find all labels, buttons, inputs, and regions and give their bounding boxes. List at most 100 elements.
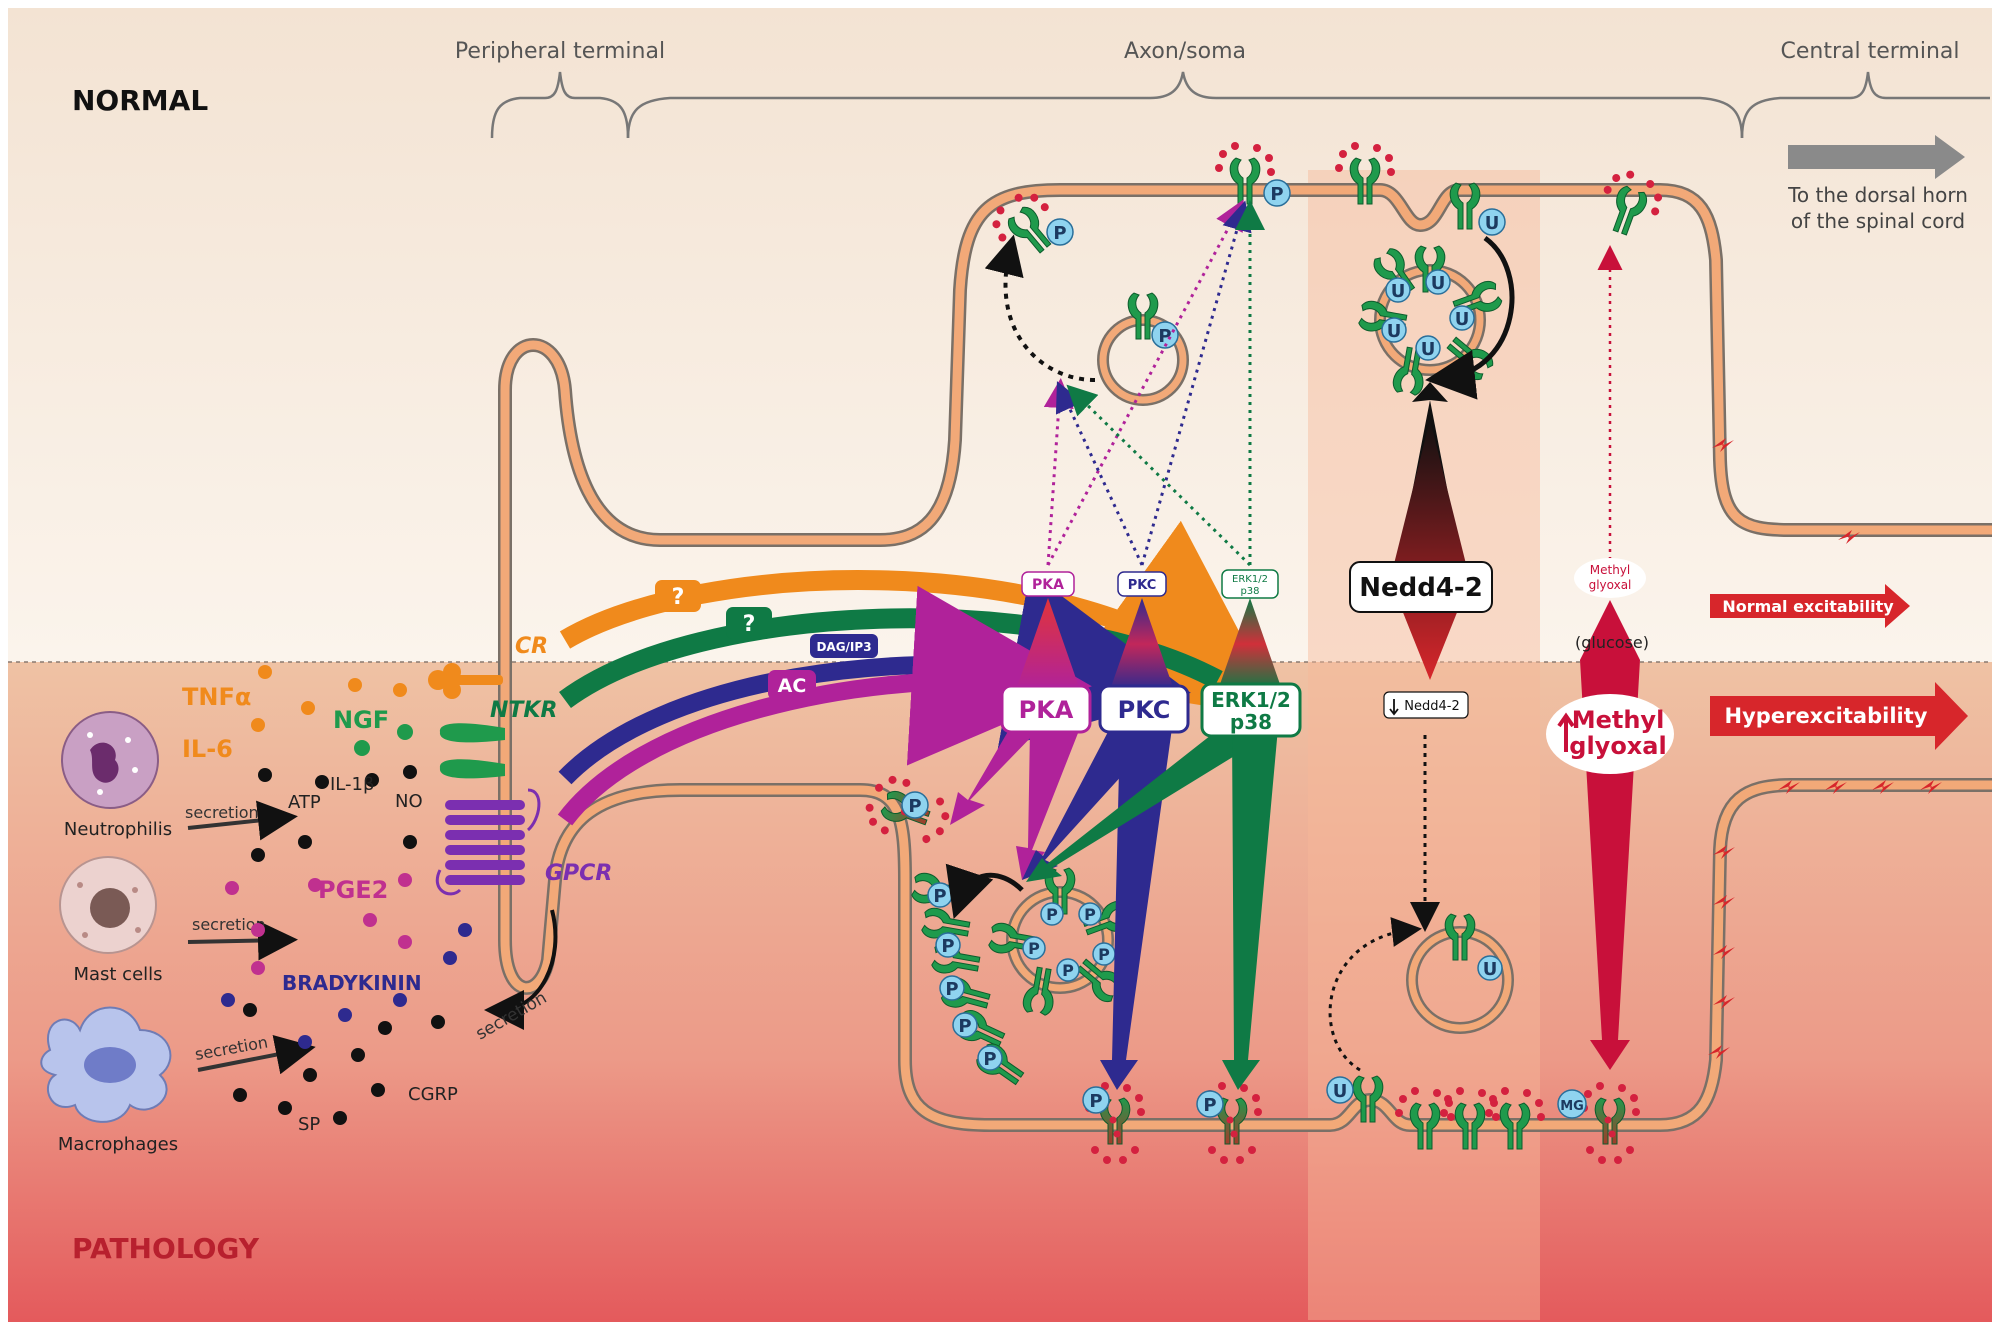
erk-box: ERK1/2 p38	[1200, 682, 1302, 738]
ngf-label: NGF	[333, 706, 389, 734]
svg-text:P: P	[1270, 184, 1283, 205]
p-marker: P	[1046, 218, 1074, 246]
il1b-label: IL-1β	[330, 774, 374, 795]
u-marker: U	[1478, 208, 1506, 236]
dorsal-horn-line1: To the dorsal horn	[1787, 183, 1968, 207]
svg-text:?: ?	[672, 585, 685, 610]
svg-text:U: U	[1485, 213, 1500, 234]
nedd-box: Nedd4-2	[1349, 561, 1493, 613]
peripheral-brace	[490, 71, 630, 139]
svg-text:U: U	[1455, 309, 1470, 330]
cr-question-tag: ?	[655, 580, 701, 612]
central-brace	[1740, 71, 1990, 139]
il6-label: IL-6	[182, 735, 233, 763]
pathology-region-bg	[8, 662, 1992, 1322]
svg-text:P: P	[983, 1049, 996, 1070]
trafficking-arrow-normal	[984, 234, 1096, 382]
svg-text:p38: p38	[1230, 710, 1272, 734]
u-marker: U	[1449, 305, 1475, 331]
svg-text:Nedd4-2: Nedd4-2	[1404, 699, 1459, 714]
p-marker: P	[977, 1045, 1003, 1071]
svg-text:P: P	[1028, 939, 1040, 958]
svg-text:glyoxal: glyoxal	[1569, 732, 1666, 760]
p-marker: P	[1151, 321, 1179, 349]
p-marker: P	[927, 882, 953, 908]
svg-text:p38: p38	[1240, 586, 1259, 597]
axon-soma-label: Axon/soma	[1124, 39, 1246, 64]
normal-region-bg	[8, 8, 1992, 662]
p-marker: P	[1078, 902, 1102, 926]
svg-text:PKA: PKA	[1032, 577, 1064, 593]
neutrophil-secretion-label: secretion	[185, 803, 259, 822]
svg-text:P: P	[1203, 1095, 1216, 1116]
ntkr-label: NTKR	[490, 698, 557, 723]
svg-text:AC: AC	[778, 675, 807, 697]
pge2-label: PGE2	[318, 876, 388, 904]
mast-cell	[59, 856, 157, 954]
pka-down-arrow-1	[950, 728, 1040, 825]
svg-text:Methyl: Methyl	[1572, 706, 1665, 734]
pka-up-wedge	[1016, 598, 1080, 690]
pkc-small-box: PKC	[1117, 571, 1167, 597]
neutrophil-cell	[61, 711, 159, 809]
no-label: NO	[395, 791, 423, 812]
svg-text:P: P	[945, 979, 958, 1000]
p-marker: P	[901, 791, 929, 819]
svg-text:U: U	[1431, 273, 1446, 294]
peripheral-terminal-label: Peripheral terminal	[455, 39, 665, 64]
sp-label: SP	[298, 1114, 320, 1135]
neutrophil-secretion-arrow	[187, 800, 298, 841]
svg-text:P: P	[1062, 961, 1074, 980]
p-marker: P	[1263, 179, 1291, 207]
pka-box: PKA	[1000, 684, 1092, 734]
svg-text:Hyperexcitability: Hyperexcitability	[1725, 704, 1928, 728]
svg-text:U: U	[1387, 321, 1402, 342]
svg-text:?: ?	[743, 612, 756, 637]
u-marker: U	[1477, 955, 1503, 981]
cr-receptor	[428, 663, 503, 699]
ntkr-question-tag: ?	[726, 607, 772, 639]
glucose-label: (glucose)	[1575, 633, 1649, 652]
dag-ip3-tag: DAG/IP3	[810, 634, 878, 658]
macrophages-label: Macrophages	[58, 1134, 178, 1155]
svg-text:P: P	[1098, 945, 1110, 964]
mast-cells-label: Mast cells	[73, 964, 162, 985]
svg-text:glyoxal: glyoxal	[1589, 578, 1632, 592]
svg-text:P: P	[933, 886, 946, 907]
nedd-diamond	[1390, 420, 1470, 680]
pka-down-arrow-2	[1016, 728, 1080, 880]
svg-text:Normal excitability: Normal excitability	[1722, 597, 1894, 616]
svg-text:DAG/IP3: DAG/IP3	[816, 640, 871, 654]
ac-band	[557, 585, 1092, 826]
pka-small-box: PKA	[1021, 571, 1075, 597]
svg-text:U: U	[1483, 959, 1498, 980]
p-marker: P	[1196, 1090, 1224, 1118]
gpcr-label: GPCR	[545, 861, 612, 886]
nedd-decreased-box: Nedd4-2	[1383, 691, 1469, 719]
svg-text:U: U	[1333, 1081, 1348, 1102]
p-marker: P	[1040, 902, 1064, 926]
methyl-small-box: Methyl glyoxal	[1574, 558, 1646, 598]
dorsal-horn-line2: of the spinal cord	[1791, 209, 1965, 233]
p-marker: P	[1022, 936, 1046, 960]
mast-secretion-label: secretion	[192, 915, 266, 934]
methyl-big-box: Methyl glyoxal	[1546, 694, 1674, 774]
terminal-secretion-arrow	[484, 909, 558, 1030]
svg-text:PKA: PKA	[1019, 696, 1074, 724]
macrophage-cell	[40, 1006, 172, 1123]
svg-text:P: P	[1053, 223, 1066, 244]
pathology-label: PATHOLOGY	[72, 1232, 260, 1265]
gpcr-receptor	[436, 788, 541, 896]
erk-up-wedge	[1218, 598, 1282, 690]
mg-marker: MG	[1557, 1089, 1587, 1119]
hyperexcitability-arrow: Hyperexcitability	[1710, 682, 1968, 750]
svg-text:Methyl: Methyl	[1590, 563, 1630, 577]
p-marker: P	[1082, 1086, 1110, 1114]
svg-text:P: P	[941, 936, 954, 957]
svg-text:ERK1/2: ERK1/2	[1211, 688, 1291, 712]
p-marker: P	[1056, 958, 1080, 982]
normal-label: NORMAL	[72, 84, 208, 117]
u-marker: U	[1326, 1076, 1354, 1104]
svg-text:P: P	[958, 1016, 971, 1037]
